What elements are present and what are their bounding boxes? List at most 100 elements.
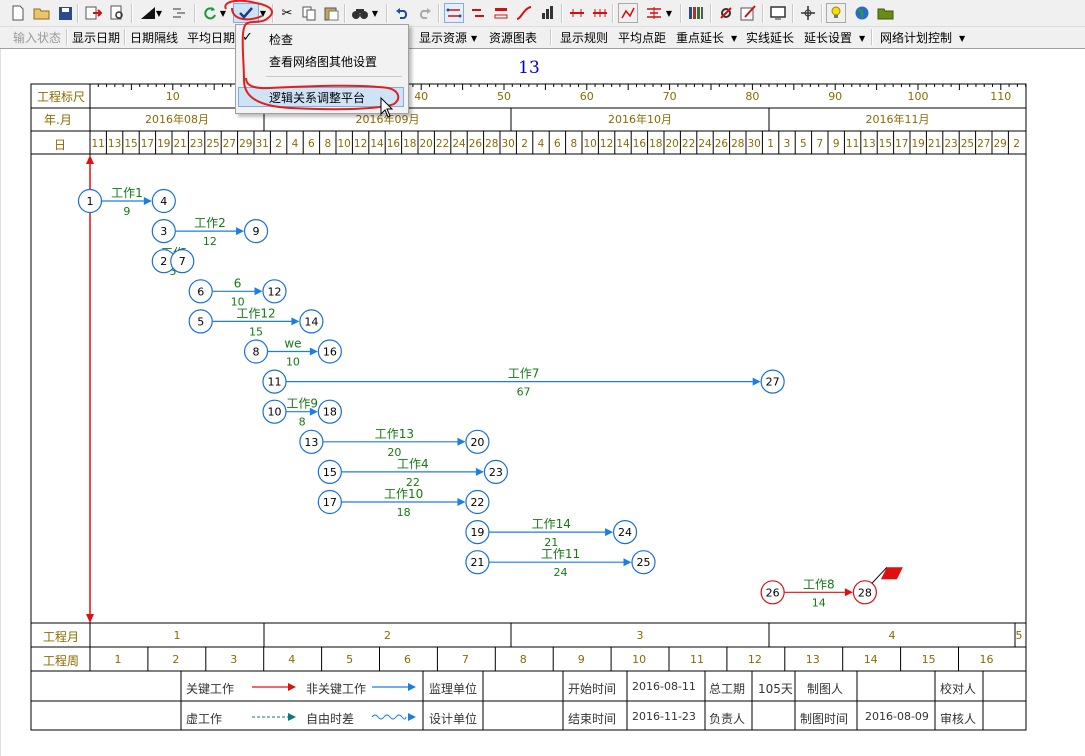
crosshair-icon[interactable] [798,3,818,23]
activity-duration: 24 [553,566,567,579]
resource-chart-button[interactable]: 资源图表 [489,31,538,45]
new-file-icon[interactable] [8,3,28,23]
activity-name: 工作2 [194,216,226,230]
day-label: 30 [502,138,515,150]
network-control-button[interactable]: 网络计划控制 [880,31,953,45]
show-resource-button[interactable]: 显示资源 [419,31,468,45]
globe-icon[interactable] [852,3,872,23]
key-extend-button[interactable]: 重点延长 [676,31,725,45]
network-node [465,550,490,575]
open-folder-icon[interactable] [32,3,52,23]
day-label: 2 [1013,138,1020,150]
resource-icon[interactable] [537,3,557,23]
line-style-icon[interactable] [138,3,158,23]
menu-item-check[interactable]: 检查 [269,33,294,47]
month-label: 2016年11月 [866,112,930,126]
show-rules-button[interactable]: 显示规则 [560,31,609,45]
chevron-down-icon[interactable]: ▼ [959,34,966,43]
folder-open-icon[interactable] [876,3,896,23]
draw-time-value: 2016-08-09 [865,710,929,723]
scale-tick-label: 100 [908,90,929,103]
activity-name: 工作4 [397,457,429,471]
chevron-down-icon[interactable]: ▼ [665,8,673,18]
day-label: 26 [469,138,483,150]
node-number: 2 [160,255,167,268]
curve-icon[interactable] [514,3,534,23]
node-number: 15 [323,466,337,479]
activity-duration: 20 [387,446,401,459]
chevron-down-icon[interactable]: ▼ [731,34,738,43]
chevron-down-icon[interactable]: ▼ [219,8,227,18]
save-icon[interactable] [55,3,75,23]
day-label: 16 [387,138,401,150]
chart-icon[interactable] [618,3,638,23]
extend-settings-button[interactable]: 延长设置 [804,31,853,45]
network-node [188,279,213,304]
print-preview-icon[interactable] [107,3,127,23]
day-label: 22 [682,138,695,150]
draw-time-label: 制图时间 [800,712,849,726]
drawer-label: 制图人 [807,682,844,696]
show-date-button[interactable]: 显示日期 [72,31,121,45]
merge-icon[interactable] [590,3,610,23]
day-label: 22 [436,138,449,150]
date-gap-button[interactable]: 日期隔线 [130,31,179,45]
proj-week-label: 3 [230,653,237,666]
legend-virtual-arrow [288,713,296,721]
chevron-down-icon[interactable]: ▼ [471,34,478,43]
legend-key-work: 关键工作 [186,682,235,696]
node-number: 16 [323,346,337,359]
avg-date-button[interactable]: 平均日期 [187,31,236,45]
network-node [465,429,490,454]
screen-icon[interactable] [768,3,788,23]
redo-icon[interactable] [415,3,435,23]
activity-name: 工作7 [508,367,540,381]
node-number: 4 [160,195,167,208]
gantt-icon[interactable] [491,3,511,23]
drawing-canvas [0,49,1085,756]
settings-icon[interactable] [716,3,736,23]
scale-tick-label: 50 [497,90,511,103]
total-label: 总工期 [709,682,746,696]
bar-icon[interactable] [468,3,488,23]
timeline-arrow-down [86,614,94,623]
day-label: 23 [190,138,203,150]
day-label: 15 [124,138,137,150]
proj-week-label: 1 [115,653,122,666]
scale-tick-label: 60 [580,90,594,103]
books-icon[interactable] [686,3,706,23]
activity-name: 工作9 [286,397,318,411]
node-number: 7 [179,255,186,268]
bulb-icon[interactable] [826,3,846,23]
scale-tick-label: 80 [745,90,759,103]
menu-item-logic-platform[interactable]: 逻辑关系调整平台 [269,91,366,105]
network-node [77,188,103,214]
month-label: 2016年09月 [356,112,420,126]
node-number: 10 [268,406,282,419]
node-number: 17 [323,496,337,509]
indent-icon[interactable] [169,3,189,23]
menu-item-other-settings[interactable]: 查看网络图其他设置 [269,55,378,69]
network-node [465,489,490,515]
split-icon[interactable] [567,3,587,23]
solid-extend-button[interactable]: 实线延长 [746,31,795,45]
network-icon[interactable] [444,3,464,23]
export-icon[interactable] [84,3,104,23]
proj-week-label: 10 [632,653,646,666]
day-label: 18 [403,138,416,150]
input-state-button[interactable]: 输入状态 [13,31,62,45]
chevron-down-icon[interactable]: ▼ [155,8,163,18]
day-label: 20 [420,138,433,150]
start-time-value: 2016-08-11 [632,680,696,693]
avg-spacing-button[interactable]: 平均点距 [618,31,667,45]
node-number: 28 [858,586,872,599]
refresh-icon[interactable] [200,3,220,23]
day-label: 29 [239,138,252,150]
day-label: 4 [538,138,545,150]
level-icon[interactable] [644,3,664,23]
chevron-down-icon[interactable]: ▼ [859,34,866,43]
day-label: 20 [666,138,679,150]
finish-flag-pole [871,566,888,584]
day-label: 3 [784,138,791,150]
edit-icon[interactable] [738,3,758,23]
